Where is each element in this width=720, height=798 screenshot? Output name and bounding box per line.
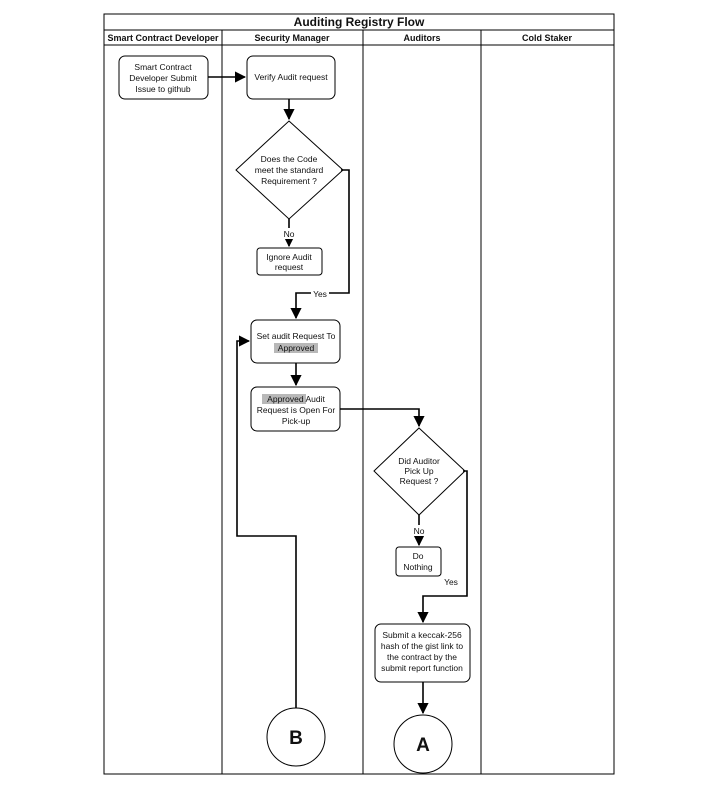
decision-code-standard-label-2: meet the standard <box>255 165 324 175</box>
edge-b-loop-back <box>236 335 297 708</box>
node-submit-issue-label-3: Issue to github <box>135 84 191 94</box>
edge-open-to-pickup <box>340 408 425 428</box>
node-approved-open-label-3: Pick-up <box>282 416 311 426</box>
decision-auditor-pickup-label-1: Did Auditor <box>398 456 440 466</box>
approved-highlight-2 <box>262 394 306 404</box>
node-set-approved <box>250 319 341 364</box>
pool-frame <box>103 13 615 775</box>
edge-label-yes-1: Yes <box>313 289 327 299</box>
decision-code-standard-label-3: Requirement ? <box>261 176 317 186</box>
lane-header-cold-staker: Cold Staker <box>522 33 573 43</box>
lane-header-smart-contract-developer: Smart Contract Developer <box>107 33 219 43</box>
node-submit-hash-label-2: hash of the gist link to <box>381 641 463 651</box>
decision-auditor-pickup-label-2: Pick Up <box>404 466 434 476</box>
edge-label-no-1: No <box>284 229 295 239</box>
node-submit-hash-label-1: Submit a keccak-256 <box>382 630 462 640</box>
decision-auditor-pickup-label-3: Request ? <box>400 476 439 486</box>
node-submit-hash-label-4: submit report function <box>381 663 463 673</box>
node-verify-audit-label: Verify Audit request <box>254 72 328 82</box>
node-set-approved-label-2: Approved <box>278 343 315 353</box>
lane-header-security-manager: Security Manager <box>254 33 330 43</box>
node-do-nothing-label-1: Do <box>413 551 424 561</box>
node-approved-open-label-2: Request is Open For <box>257 405 336 415</box>
node-submit-issue-label-2: Developer Submit <box>129 73 197 83</box>
edge-label-no-2: No <box>414 526 425 536</box>
diagram-title: Auditing Registry Flow <box>294 15 425 29</box>
lane-header-auditors: Auditors <box>404 33 441 43</box>
node-set-approved-label-1: Set audit Request To <box>257 331 336 341</box>
connector-a <box>393 714 453 774</box>
node-do-nothing-label-2: Nothing <box>403 562 433 572</box>
node-approved-open-label-1: Approved Audit <box>267 394 325 404</box>
approved-highlight-1 <box>274 343 318 353</box>
node-ignore-audit-label-2: request <box>275 262 304 272</box>
node-do-nothing <box>395 546 442 577</box>
edge-label-yes-2: Yes <box>444 577 458 587</box>
edge-pickup-yes <box>417 470 468 624</box>
edge-decision-yes <box>290 169 350 320</box>
node-submit-hash-label-3: the contract by the <box>387 652 457 662</box>
connector-b-label: B <box>289 728 303 749</box>
node-submit-issue-label-1: Smart Contract <box>134 62 192 72</box>
connector-a-label: A <box>416 735 430 756</box>
node-ignore-audit <box>256 247 323 276</box>
decision-code-standard-label-1: Does the Code <box>261 154 318 164</box>
node-verify-audit <box>246 55 336 100</box>
node-ignore-audit-label-1: Ignore Audit <box>266 252 312 262</box>
